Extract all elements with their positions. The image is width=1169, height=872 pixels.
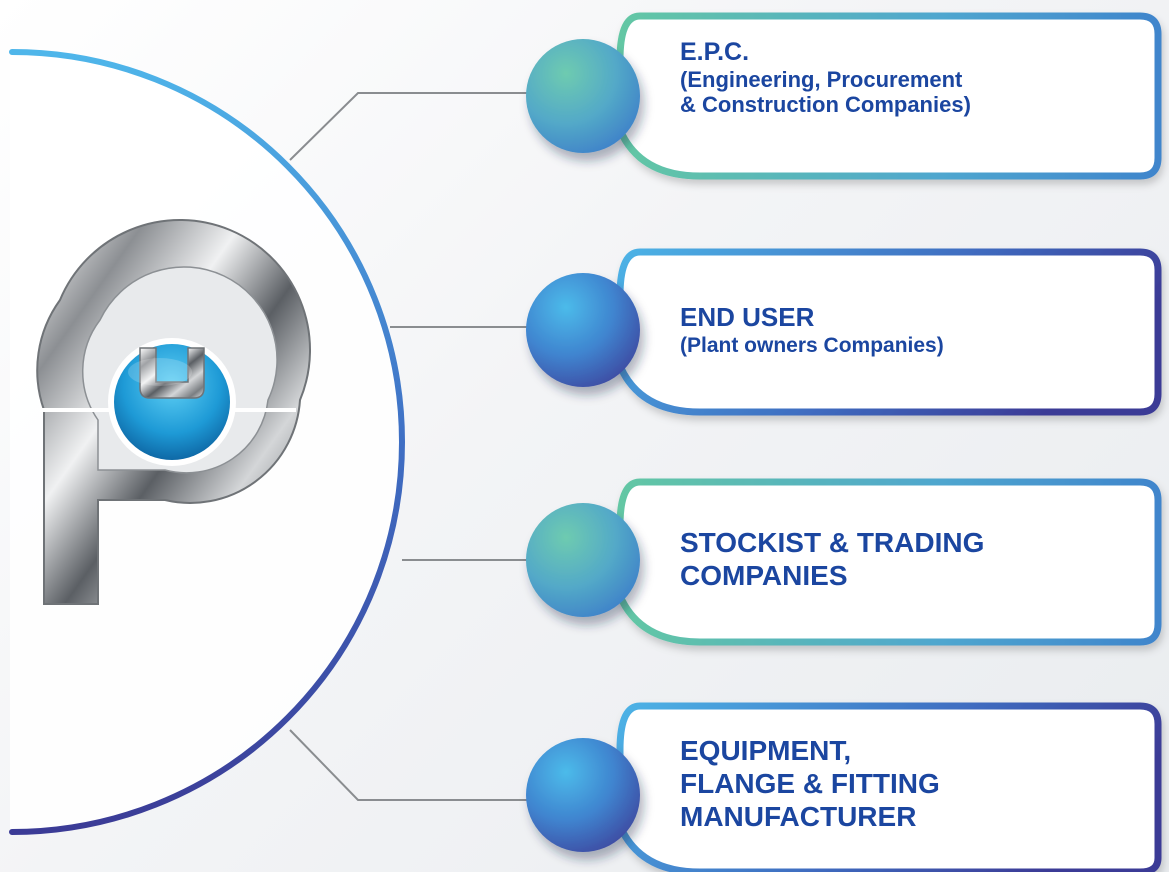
card-end-user-text: END USER (Plant owners Companies) bbox=[680, 302, 944, 358]
card-end-user-title: END USER bbox=[680, 302, 815, 332]
card-end-user-ball-icon bbox=[526, 273, 640, 387]
p-pipe-logo-icon bbox=[36, 219, 311, 605]
card-epc-ball-icon bbox=[526, 39, 640, 153]
card-manufacturer-ball-icon bbox=[526, 738, 640, 852]
card-end-user bbox=[616, 248, 1162, 416]
card-stockist-text: STOCKIST & TRADING COMPANIES bbox=[680, 526, 984, 592]
card-end-user-subtitle: (Plant owners Companies) bbox=[680, 334, 944, 358]
card-manufacturer-text: EQUIPMENT, FLANGE & FITTING MANUFACTURER bbox=[680, 734, 940, 833]
card-stockist-ball-icon bbox=[526, 503, 640, 617]
card-stockist-title: STOCKIST & TRADING COMPANIES bbox=[680, 527, 985, 592]
connector-line-4 bbox=[289, 729, 540, 801]
connector-lines bbox=[289, 92, 540, 801]
card-manufacturer-title: EQUIPMENT, FLANGE & FITTING MANUFACTURER bbox=[680, 735, 940, 833]
card-epc-subtitle: (Engineering, Procurement & Construction… bbox=[680, 67, 971, 117]
card-epc bbox=[616, 12, 1162, 180]
card-stockist bbox=[616, 478, 1162, 646]
connector-line-1 bbox=[289, 92, 540, 161]
card-epc-text: E.P.C. (Engineering, Procurement & Const… bbox=[680, 38, 971, 117]
card-epc-title: E.P.C. bbox=[680, 38, 750, 66]
